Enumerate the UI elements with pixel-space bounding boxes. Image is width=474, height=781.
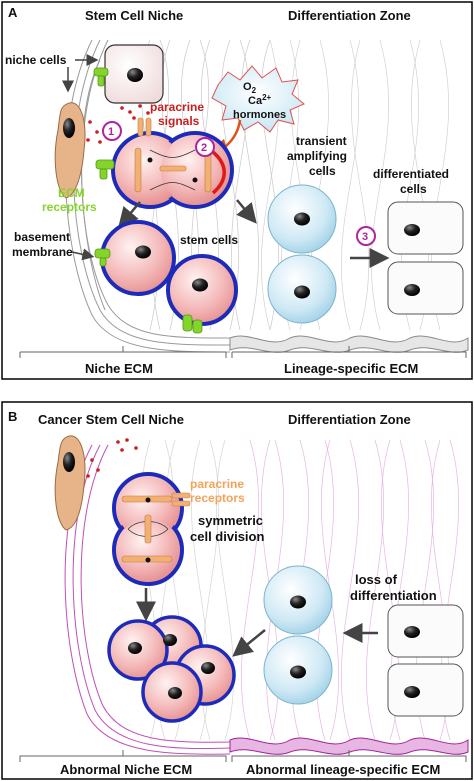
abnormal-lineage-bracket [231, 750, 467, 762]
fibroblast-nucleus-b [63, 452, 75, 472]
paracrine-receptor-b [171, 492, 191, 507]
paracrine-dots [86, 104, 150, 144]
svg-text:2: 2 [201, 142, 207, 154]
paracrine-signals-line2: signals [158, 114, 200, 128]
stem-cell-2 [166, 254, 238, 326]
ca-label: Ca2+ [248, 93, 272, 107]
ecm-receptor-niche [93, 67, 109, 87]
basement-line1: basement [14, 230, 70, 244]
niche-ecm-bracket [19, 346, 227, 358]
blue-cell-bottom [263, 635, 333, 705]
transient-cell-top [267, 184, 337, 254]
transient-line2: amplifying [287, 149, 347, 163]
differentiation-zone-b-header: Differentiation Zone [288, 412, 411, 427]
niche-cell-nucleus [127, 68, 143, 82]
abnormal-niche-bracket [19, 750, 227, 762]
stem-cell-1 [100, 220, 176, 296]
stem-cells-label: stem cells [180, 233, 238, 247]
oxygen-calcium-hormones-burst [211, 65, 305, 133]
differentiation-zone-header: Differentiation Zone [288, 8, 411, 23]
ecm-receptor-stem-2 [182, 314, 203, 334]
abnormal-niche-ecm-label: Abnormal Niche ECM [60, 762, 192, 777]
symmetric-dividing-cell [112, 472, 184, 586]
marker-3: 3 [356, 226, 376, 246]
abnormal-lineage-bundle [229, 737, 469, 755]
marker-1: 1 [102, 121, 122, 141]
differentiated-cell-top [387, 201, 464, 255]
ecm-receptors-line1: ECM [58, 186, 85, 200]
paracrine-signals-line1: paracrine [150, 100, 204, 114]
stem-cell-niche-header: Stem Cell Niche [85, 8, 183, 23]
hormones-label: hormones [233, 109, 286, 121]
panel-a-letter: A [8, 5, 18, 20]
panel-b-letter: B [8, 409, 17, 424]
svg-text:3: 3 [362, 231, 368, 243]
paracrine-receptors-line2: receptors [190, 491, 245, 505]
transient-cell-bottom [267, 254, 337, 324]
paracrine-receptor-top [137, 117, 152, 137]
loss-line1: loss of [355, 572, 398, 587]
paracrine-dots-b [86, 438, 138, 478]
niche-cells-label: niche cells [5, 53, 67, 67]
blue-cell-top [263, 565, 333, 635]
lineage-ecm-label: Lineage-specific ECM [284, 361, 418, 376]
symmetric-line2: cell division [190, 529, 264, 544]
fibroblast-cell-b [54, 435, 86, 531]
fibroblast-nucleus [63, 118, 75, 138]
arrow-to-stem-cell [118, 201, 141, 228]
ecm-receptors-line2: receptors [42, 200, 97, 214]
transient-line1: transient [296, 134, 347, 148]
differentiated-cell-bottom [387, 261, 464, 315]
o2-label: O2 [243, 81, 257, 95]
abnormal-lineage-ecm-label: Abnormal lineage-specific ECM [246, 762, 440, 777]
differentiated-cell-b-top [387, 604, 464, 658]
basement-arrow [71, 248, 95, 261]
differentiated-line2: cells [400, 182, 427, 196]
loss-line2: differentiation [350, 588, 437, 603]
ecm-receptor-left [95, 159, 115, 180]
lineage-ecm-bracket [231, 346, 467, 358]
transient-line3: cells [309, 164, 336, 178]
svg-text:1: 1 [108, 126, 114, 138]
lineage-fiber-bundle [229, 335, 469, 353]
differentiated-line1: differentiated [373, 167, 449, 181]
marker-2: 2 [195, 137, 215, 157]
paracrine-receptors-line1: paracrine [190, 477, 244, 491]
cancer-niche-header: Cancer Stem Cell Niche [38, 412, 184, 427]
differentiated-cell-b-bottom [387, 663, 464, 717]
arrow-blue-to-cluster [232, 629, 266, 657]
fibroblast-cell [54, 102, 86, 199]
panel-a: A Stem Cell Niche Differentiation Zone n… [1, 1, 473, 380]
symmetric-line1: symmetric [198, 513, 263, 528]
ecm-receptor-stem-1 [94, 248, 111, 267]
niche-ecm-label: Niche ECM [85, 361, 153, 376]
cancer-cell-cluster [107, 615, 236, 723]
arrow-to-transient-cells [236, 199, 257, 224]
panel-b: B Cancer Stem Cell Niche Differentiation… [1, 401, 473, 780]
basement-line2: membrane [12, 245, 73, 259]
